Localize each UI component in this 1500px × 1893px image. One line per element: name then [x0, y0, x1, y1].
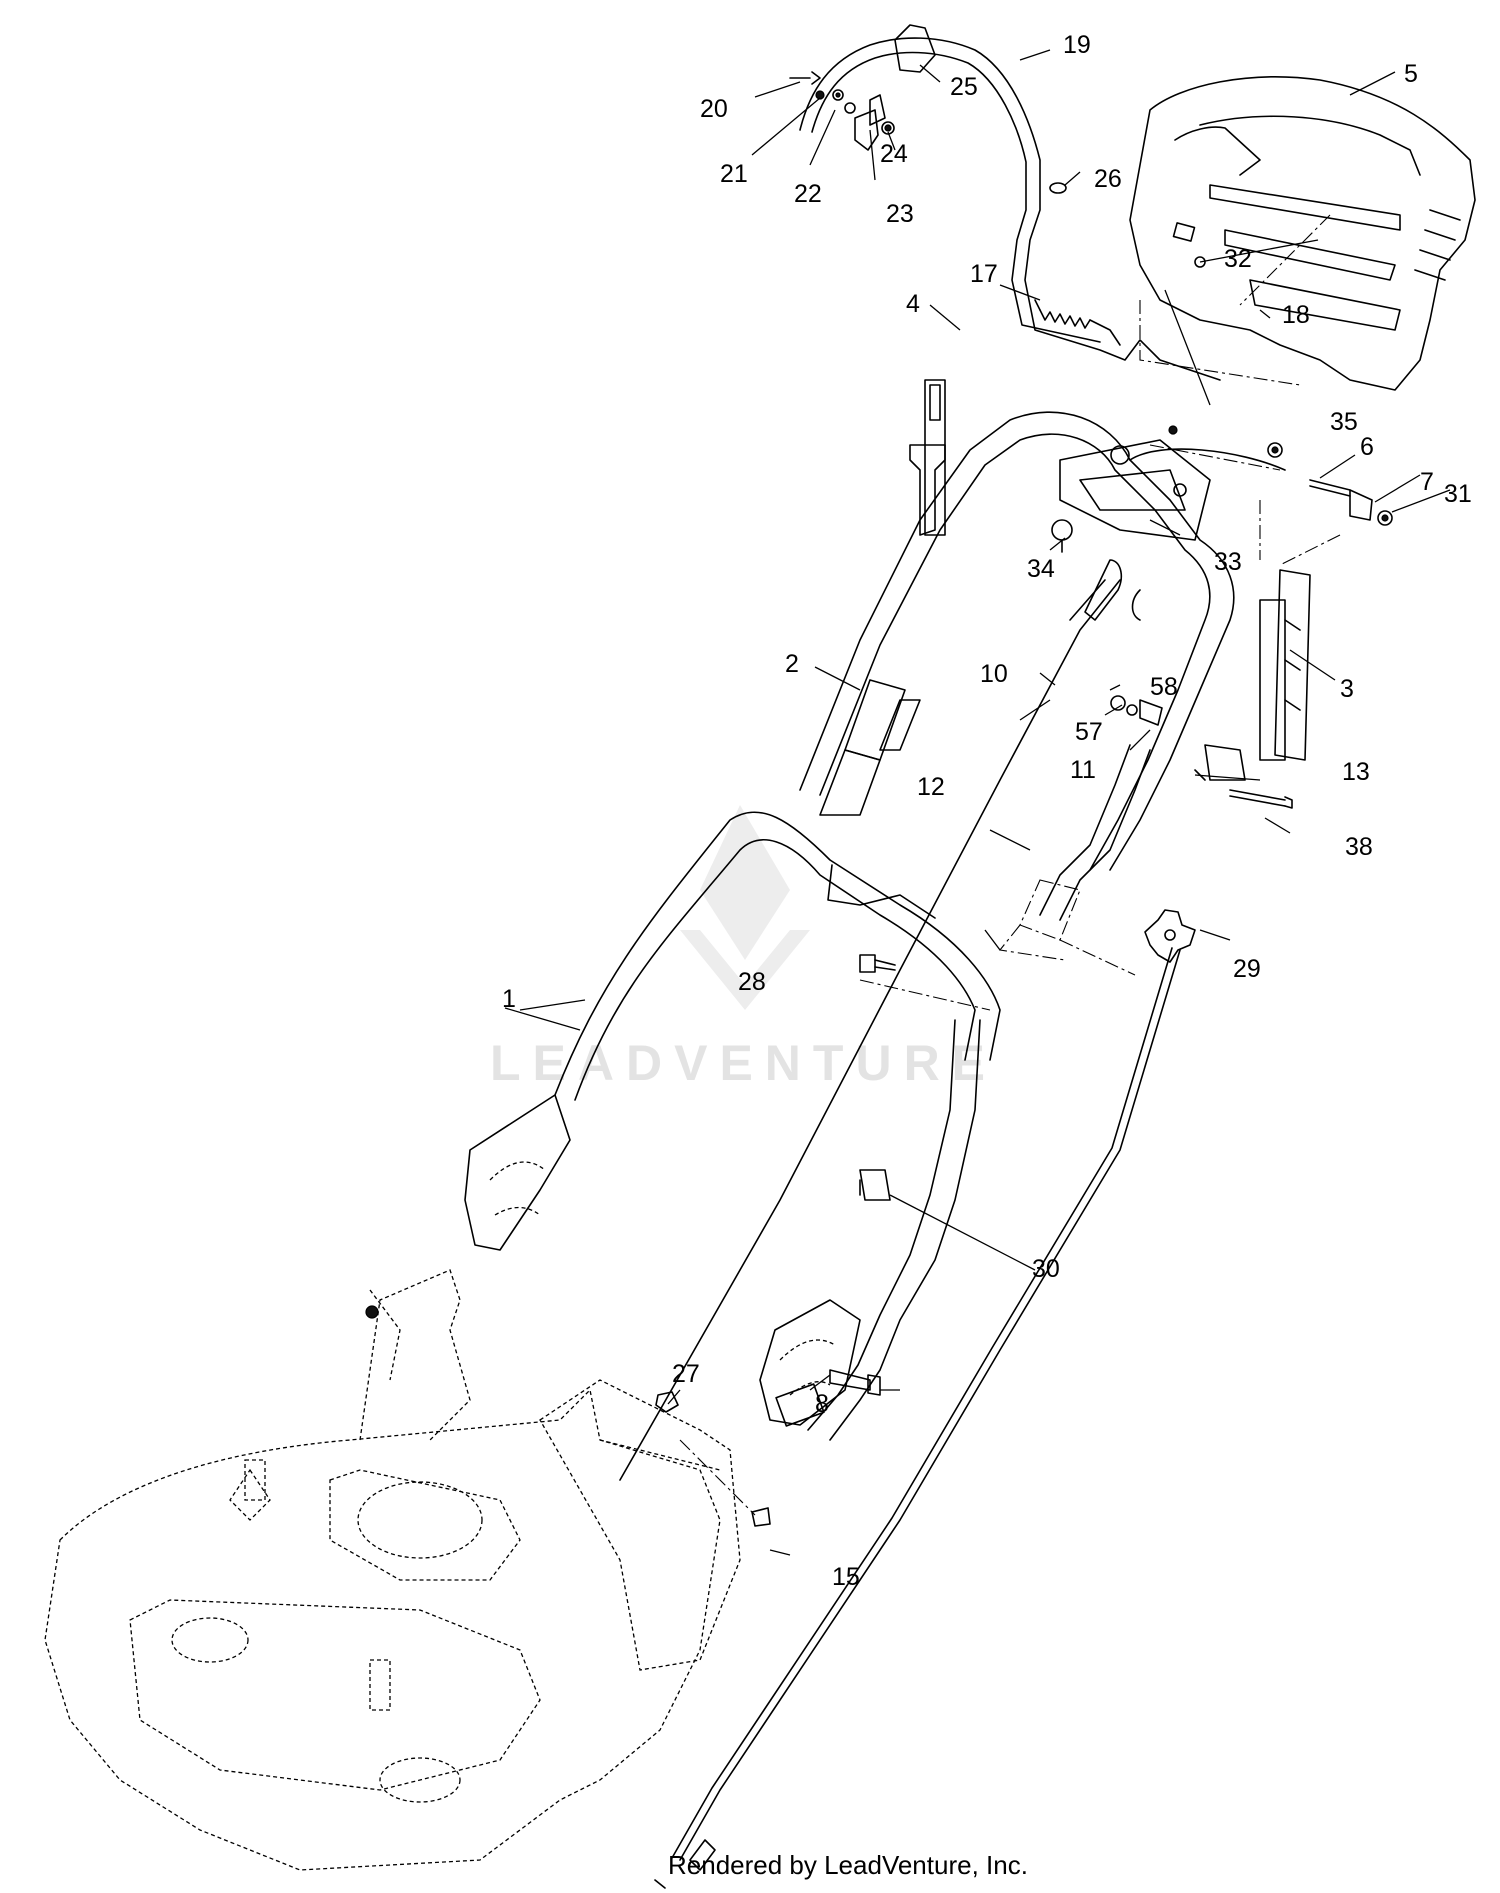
callout-18: 18: [1282, 301, 1310, 329]
callout-3: 3: [1340, 675, 1354, 703]
callout-58: 58: [1150, 673, 1178, 701]
callout-34: 34: [1027, 555, 1055, 583]
callout-24: 24: [880, 140, 908, 168]
callout-10: 10: [980, 660, 1008, 688]
callout-28: 28: [738, 968, 766, 996]
callout-labels: 1 2 3 4 5 6 7 8 10 11 12 13 15 17 18 19 …: [502, 31, 1472, 1591]
callout-17: 17: [970, 260, 998, 288]
footer-credit: Rendered by LeadVenture, Inc.: [668, 1850, 1028, 1880]
watermark-logo: [680, 805, 810, 1010]
callout-4: 4: [906, 290, 920, 318]
control-cable: [619, 559, 1181, 1889]
callout-8: 8: [815, 1390, 829, 1418]
callout-7: 7: [1420, 468, 1434, 496]
lower-handle: [464, 811, 1001, 1441]
hardware: [655, 439, 1393, 1527]
callout-2: 2: [785, 650, 799, 678]
callout-31: 31: [1444, 480, 1472, 508]
callout-25: 25: [950, 73, 978, 101]
callout-1: 1: [502, 985, 516, 1013]
callout-23: 23: [886, 200, 914, 228]
callout-30: 30: [1032, 1255, 1060, 1283]
callout-12: 12: [917, 773, 945, 801]
callout-35: 35: [1330, 408, 1358, 436]
callout-6: 6: [1360, 433, 1374, 461]
callout-27: 27: [672, 1360, 700, 1388]
callout-26: 26: [1094, 165, 1122, 193]
callout-57: 57: [1075, 718, 1103, 746]
leader-lines: [504, 49, 1451, 1556]
callout-21: 21: [720, 160, 748, 188]
callout-33: 33: [1214, 548, 1242, 576]
callout-13: 13: [1342, 758, 1370, 786]
handle-covers: [819, 379, 1311, 816]
watermark-text: LEADVENTURE: [490, 1035, 997, 1091]
callout-15: 15: [832, 1563, 860, 1591]
control-shroud: [1129, 76, 1476, 391]
callout-32: 32: [1224, 245, 1252, 273]
callout-11: 11: [1070, 756, 1096, 784]
bail-assembly: [789, 24, 1221, 381]
callout-20: 20: [700, 95, 728, 123]
callout-5: 5: [1404, 60, 1418, 88]
callout-22: 22: [794, 180, 822, 208]
upper-handle: [799, 411, 1341, 1011]
mower-deck: [44, 1269, 741, 1871]
callout-38: 38: [1345, 833, 1373, 861]
callout-29: 29: [1233, 955, 1261, 983]
callout-19: 19: [1063, 31, 1091, 59]
